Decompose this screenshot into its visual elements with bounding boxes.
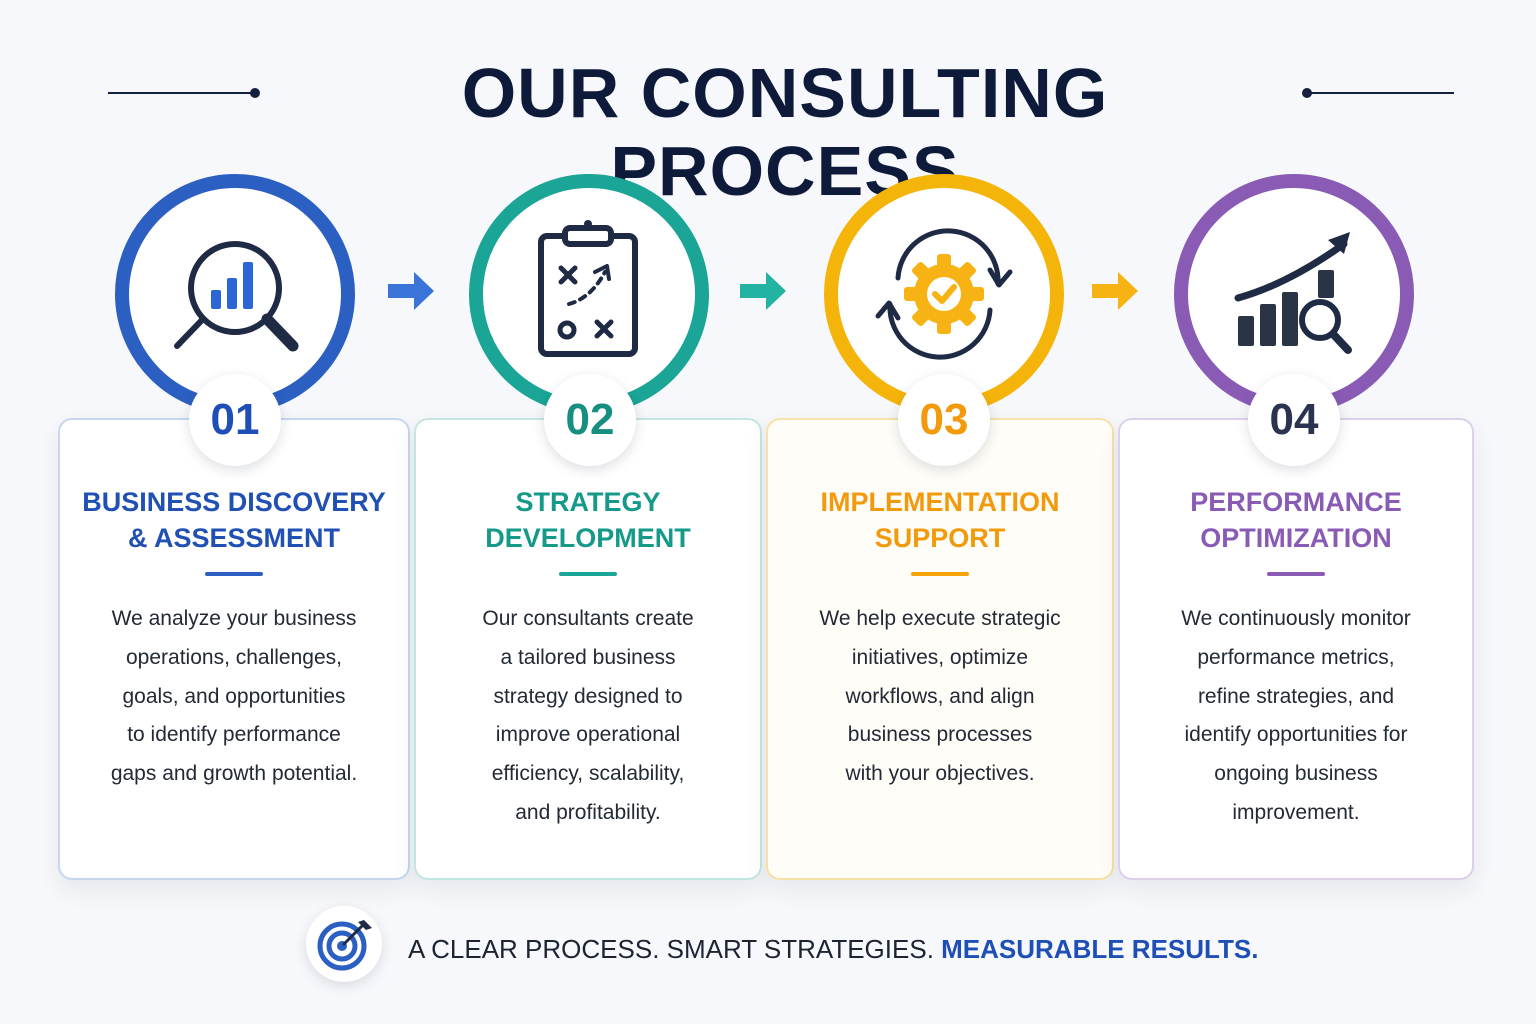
step-description: We help execute strategic initiatives, o… <box>819 607 1061 786</box>
title-dot-left <box>250 88 260 98</box>
step-title: STRATEGY DEVELOPMENT <box>485 487 691 553</box>
title-dot-right <box>1302 88 1312 98</box>
clipboard-strategy-icon <box>538 220 638 357</box>
page-title: OUR CONSULTING PROCESS <box>461 54 1109 210</box>
step-title-underline <box>559 572 617 576</box>
footer: A CLEAR PROCESS. SMART STRATEGIES. MEASU… <box>0 906 1536 996</box>
step-card-3: IMPLEMENTATION SUPPORT We help execute s… <box>766 418 1114 880</box>
tagline-plain: A CLEAR PROCESS. SMART STRATEGIES. <box>408 934 942 964</box>
step-title: PERFORMANCE OPTIMIZATION <box>1190 487 1402 553</box>
step-card-1: BUSINESS DISCOVERY & ASSESSMENT We analy… <box>58 418 410 880</box>
growth-chart-magnifier-icon <box>1234 232 1352 354</box>
step-title-underline <box>911 572 969 576</box>
title-row: OUR CONSULTING PROCESS <box>0 50 1536 210</box>
step-number-badge: 01 <box>189 374 281 466</box>
step-title-underline <box>1267 572 1325 576</box>
step-description: We analyze your business operations, cha… <box>110 607 358 786</box>
title-line-right <box>1308 92 1454 94</box>
step-description: Our consultants create a tailored busine… <box>482 607 694 824</box>
step-number-badge: 04 <box>1248 374 1340 466</box>
magnifier-bar-chart-icon <box>174 241 299 352</box>
step-description: We continuously monitor performance metr… <box>1181 607 1411 824</box>
step-card-2: STRATEGY DEVELOPMENT Our consultants cre… <box>414 418 762 880</box>
arrow-right-icon <box>388 272 434 310</box>
tagline-strong: MEASURABLE RESULTS. <box>941 934 1259 964</box>
tagline: A CLEAR PROCESS. SMART STRATEGIES. MEASU… <box>408 932 1258 966</box>
step-number-badge: 03 <box>898 374 990 466</box>
step-title-underline <box>205 572 263 576</box>
step-title: BUSINESS DISCOVERY & ASSESSMENT <box>82 487 386 553</box>
target-arrow-icon <box>317 920 372 971</box>
title-line-left <box>108 92 254 94</box>
arrow-right-icon <box>1092 272 1138 310</box>
step-number-badge: 02 <box>544 374 636 466</box>
target-badge <box>306 906 382 982</box>
arrow-right-icon <box>740 272 786 310</box>
step-card-4: PERFORMANCE OPTIMIZATION We continuously… <box>1118 418 1474 880</box>
gear-check-cycle-icon <box>875 228 1013 360</box>
step-title: IMPLEMENTATION SUPPORT <box>820 487 1060 553</box>
